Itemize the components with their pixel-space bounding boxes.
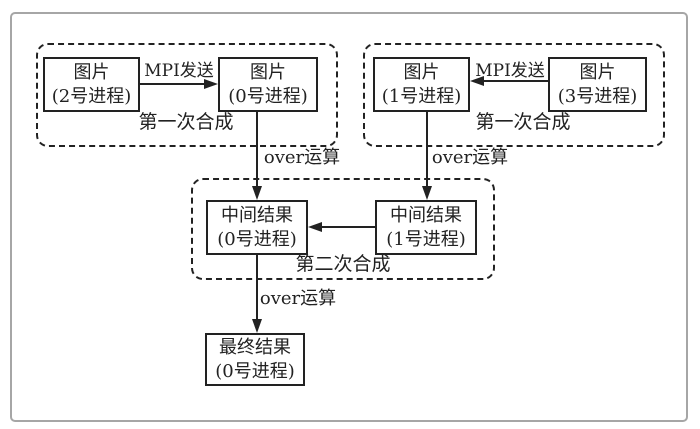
node-subtitle: (0号进程) bbox=[217, 228, 297, 250]
node-intermediate-process1: 中间结果 (1号进程) bbox=[375, 200, 477, 255]
node-image-process1: 图片 (1号进程) bbox=[373, 57, 470, 112]
node-final-process0: 最终结果 (0号进程) bbox=[205, 333, 305, 386]
arrow-over-right-head-icon bbox=[422, 186, 432, 200]
arrow-intermediate-merge-head-icon bbox=[308, 222, 322, 232]
node-subtitle: (2号进程) bbox=[51, 85, 132, 107]
group-first-composition-right bbox=[363, 43, 665, 147]
node-title: 图片 bbox=[579, 61, 616, 83]
arrow-over-right-line bbox=[426, 112, 428, 186]
node-title: 图片 bbox=[403, 61, 440, 83]
arrow-mpi-send-left-head-icon bbox=[204, 79, 218, 89]
node-title: 图片 bbox=[250, 61, 286, 83]
arrow-intermediate-merge-line bbox=[322, 226, 375, 228]
arrow-over-final-line bbox=[256, 255, 258, 319]
node-subtitle: (0号进程) bbox=[215, 360, 295, 382]
node-image-process3: 图片 (3号进程) bbox=[548, 57, 647, 112]
group-label-first-composition-left: 第一次合成 bbox=[138, 111, 234, 133]
node-title: 中间结果 bbox=[221, 204, 293, 226]
node-subtitle: (0号进程) bbox=[228, 85, 308, 107]
edge-label-over-final: over运算 bbox=[259, 288, 337, 309]
arrow-mpi-send-left-line bbox=[140, 83, 204, 85]
arrow-over-left-line bbox=[256, 112, 258, 186]
edge-label-mpi-send-left: MPI发送 bbox=[144, 61, 214, 81]
group-label-first-composition-right: 第一次合成 bbox=[475, 111, 571, 133]
node-title: 中间结果 bbox=[390, 204, 462, 226]
arrow-over-final-head-icon bbox=[252, 319, 262, 333]
node-title: 最终结果 bbox=[219, 336, 291, 358]
arrow-over-left-head-icon bbox=[252, 186, 262, 200]
edge-label-mpi-send-right: MPI发送 bbox=[475, 61, 545, 81]
edge-label-over-left: over运算 bbox=[263, 147, 341, 168]
group-second-composition bbox=[191, 178, 495, 280]
node-subtitle: (3号进程) bbox=[557, 85, 638, 107]
edge-label-over-right: over运算 bbox=[431, 147, 509, 168]
node-intermediate-process0: 中间结果 (0号进程) bbox=[206, 200, 308, 255]
node-subtitle: (1号进程) bbox=[381, 85, 462, 107]
node-subtitle: (1号进程) bbox=[386, 228, 466, 250]
node-title: 图片 bbox=[73, 61, 110, 83]
node-image-process0: 图片 (0号进程) bbox=[218, 57, 318, 112]
group-first-composition-left bbox=[36, 43, 338, 147]
group-label-second-composition: 第二次合成 bbox=[295, 253, 391, 275]
arrow-mpi-send-right-line bbox=[484, 80, 548, 82]
node-image-process2: 图片 (2号进程) bbox=[43, 57, 140, 112]
outer-frame bbox=[10, 12, 688, 422]
arrow-mpi-send-right-head-icon bbox=[470, 76, 484, 86]
